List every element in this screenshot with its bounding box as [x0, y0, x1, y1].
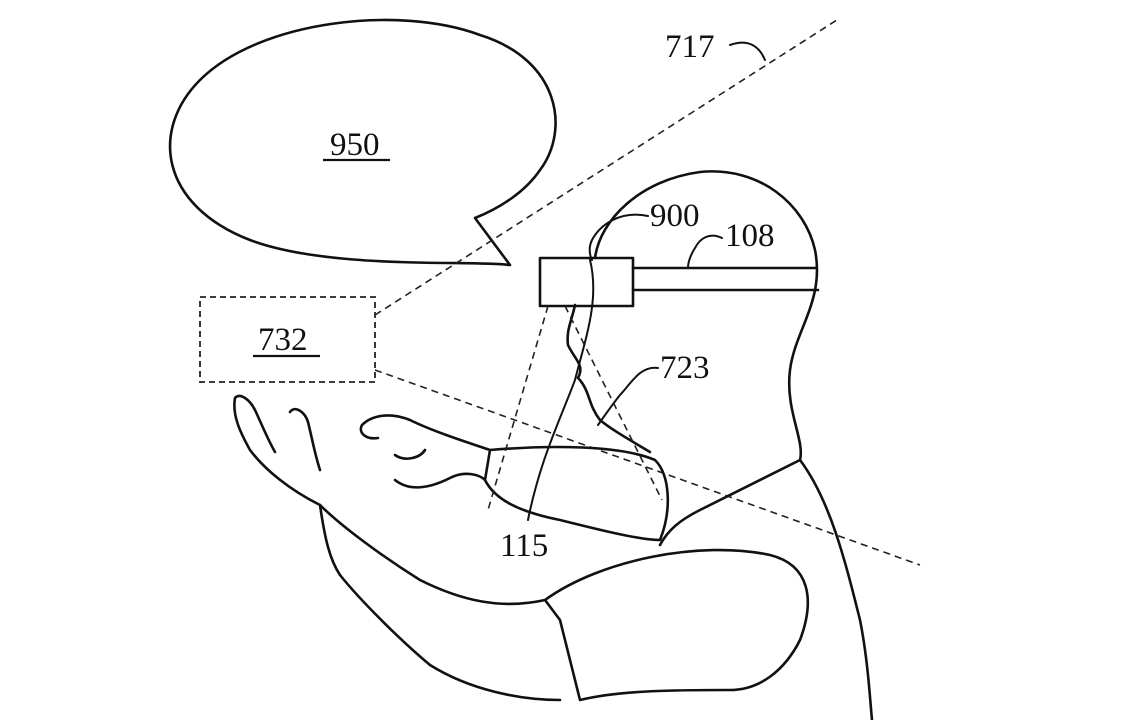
- leader-900: [588, 213, 649, 261]
- fov-line-lower: [374, 369, 921, 566]
- near-hand: [233, 394, 432, 667]
- leader-717: [729, 41, 766, 61]
- leader-115: [527, 259, 595, 521]
- leader-723: [597, 366, 659, 426]
- torso-outline: [798, 458, 874, 720]
- label-115: 115: [500, 528, 548, 564]
- near-arm: [543, 548, 810, 702]
- fov-line-upper: [374, 17, 841, 316]
- label-950: 950: [330, 127, 380, 163]
- label-900: 900: [650, 198, 700, 234]
- label-108: 108: [725, 218, 775, 254]
- shoulder-outline: [658, 458, 802, 547]
- head-strap-108: [631, 266, 820, 292]
- near-forearm: [318, 503, 562, 702]
- label-723: 723: [660, 350, 710, 386]
- head-outline: [593, 170, 819, 462]
- leader-108: [687, 234, 723, 269]
- face-profile: [566, 303, 652, 454]
- label-732: 732: [258, 322, 308, 358]
- speech-bubble-950: [168, 18, 557, 267]
- far-arm: [483, 445, 670, 542]
- hmd-device-900: [538, 256, 635, 308]
- label-717: 717: [665, 29, 715, 65]
- far-hand: [359, 414, 492, 489]
